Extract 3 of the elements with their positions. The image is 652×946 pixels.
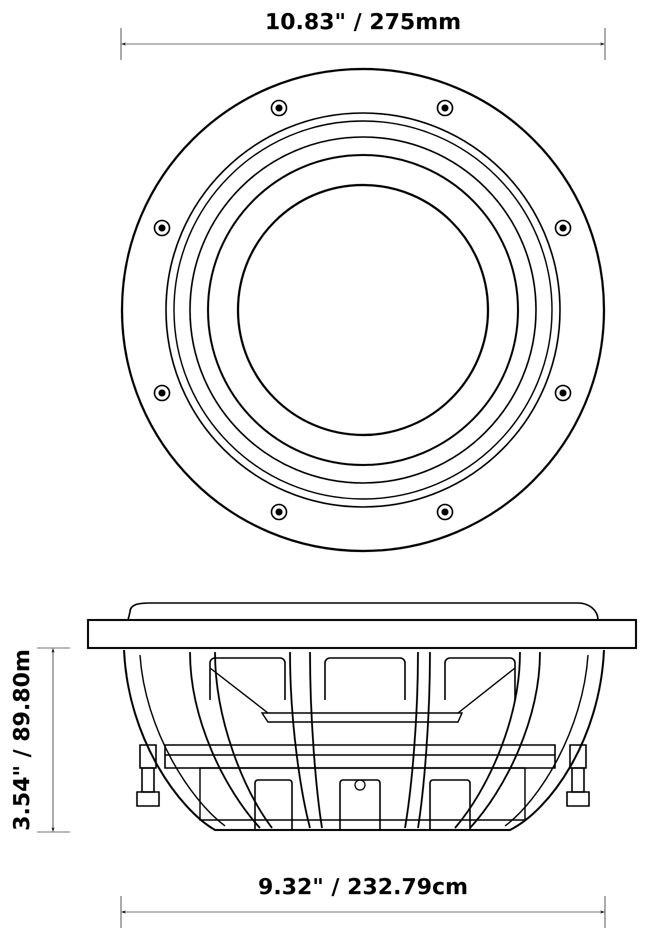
dimension-label: 10.83" / 275mm bbox=[267, 12, 460, 32]
dimension-label: 3.54" / 89.80m bbox=[12, 650, 32, 830]
dimension-label: 9.32" / 232.79cm bbox=[259, 878, 466, 896]
